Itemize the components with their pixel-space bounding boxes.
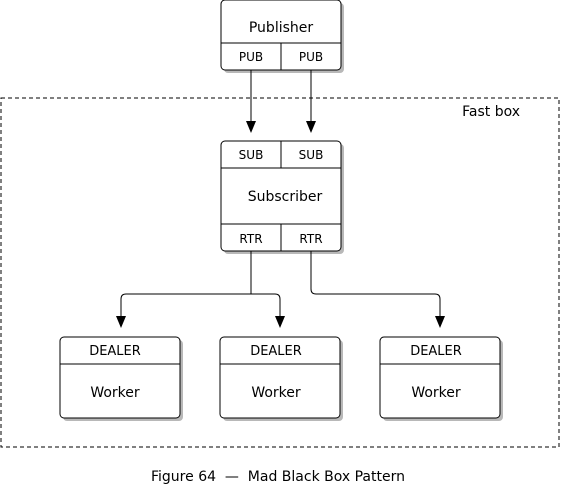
- publisher-node: Publisher PUB PUB: [220, 0, 344, 73]
- worker-node-2: DEALER Worker: [219, 336, 343, 421]
- worker-2-title: Worker: [251, 385, 301, 401]
- subscriber-port-sub-1: SUB: [239, 148, 264, 162]
- fast-box-region: [0, 97, 560, 448]
- subscriber-port-sub-2: SUB: [299, 148, 324, 162]
- worker-1-title: Worker: [90, 385, 140, 401]
- edge-rtr2-to-worker3: [310, 251, 445, 328]
- edge-pub2-to-sub2: [306, 70, 316, 133]
- subscriber-title: Subscriber: [248, 189, 323, 205]
- edge-rtr1-to-workers: [116, 251, 285, 328]
- fast-box-label: Fast box: [462, 104, 520, 120]
- worker-node-1: DEALER Worker: [59, 336, 183, 421]
- subscriber-node: SUB SUB Subscriber RTR RTR: [220, 140, 344, 254]
- publisher-port-pub-2: PUB: [299, 50, 323, 64]
- figure-caption: Figure 64 — Mad Black Box Pattern: [151, 469, 405, 484]
- worker-3-title: Worker: [411, 385, 461, 401]
- edge-pub1-to-sub1: [246, 70, 256, 133]
- worker-2-port-dealer: DEALER: [250, 344, 302, 359]
- worker-1-port-dealer: DEALER: [89, 344, 141, 359]
- publisher-port-pub-1: PUB: [239, 50, 263, 64]
- subscriber-port-rtr-2: RTR: [299, 232, 322, 246]
- worker-node-3: DEALER Worker: [379, 336, 503, 421]
- publisher-title: Publisher: [249, 20, 314, 36]
- subscriber-port-rtr-1: RTR: [239, 232, 262, 246]
- worker-3-port-dealer: DEALER: [410, 344, 462, 359]
